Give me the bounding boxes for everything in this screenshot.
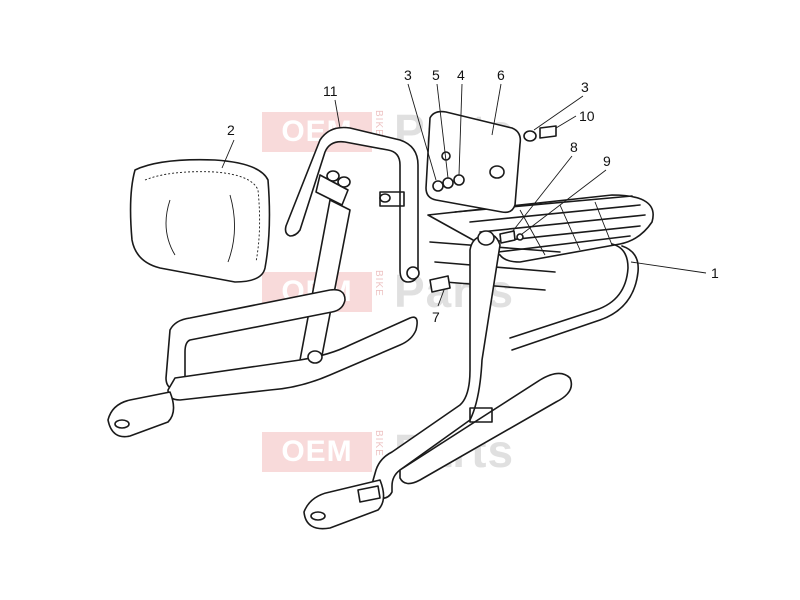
- callouts: 1 2 3 3 4 5 6 7 8 9 10 11: [227, 67, 719, 325]
- callout-10: 10: [579, 108, 595, 124]
- backrest-pad: [129, 158, 271, 283]
- callout-9: 9: [603, 153, 611, 169]
- right-side-rail: [303, 230, 573, 530]
- callout-1: 1: [711, 265, 719, 281]
- backrest-support-frame: [284, 126, 420, 283]
- watermark-oem-box: OEM: [262, 432, 372, 472]
- callout-8: 8: [570, 139, 578, 155]
- leader-lines: [221, 83, 707, 307]
- callout-4: 4: [457, 67, 465, 83]
- washer-5: [442, 177, 454, 189]
- callout-7: 7: [432, 309, 440, 325]
- bolt-7: [429, 275, 451, 293]
- washer-9: [516, 233, 524, 241]
- mounting-plate: [425, 110, 522, 214]
- nut-4: [453, 174, 465, 186]
- hardware: [429, 125, 557, 293]
- callout-2: 2: [227, 122, 235, 138]
- callout-3-second: 3: [581, 79, 589, 95]
- nut-3: [432, 180, 444, 192]
- spacer-8: [499, 230, 516, 244]
- callout-5: 5: [432, 67, 440, 83]
- callout-11: 11: [323, 83, 338, 99]
- left-side-rail: [107, 199, 418, 438]
- callout-6: 6: [497, 67, 505, 83]
- watermark-oem-text: OEM: [281, 435, 353, 468]
- luggage-rack: [427, 194, 654, 351]
- bolt-10: [539, 125, 557, 139]
- callout-3: 3: [404, 67, 412, 83]
- nut-3b: [523, 130, 537, 142]
